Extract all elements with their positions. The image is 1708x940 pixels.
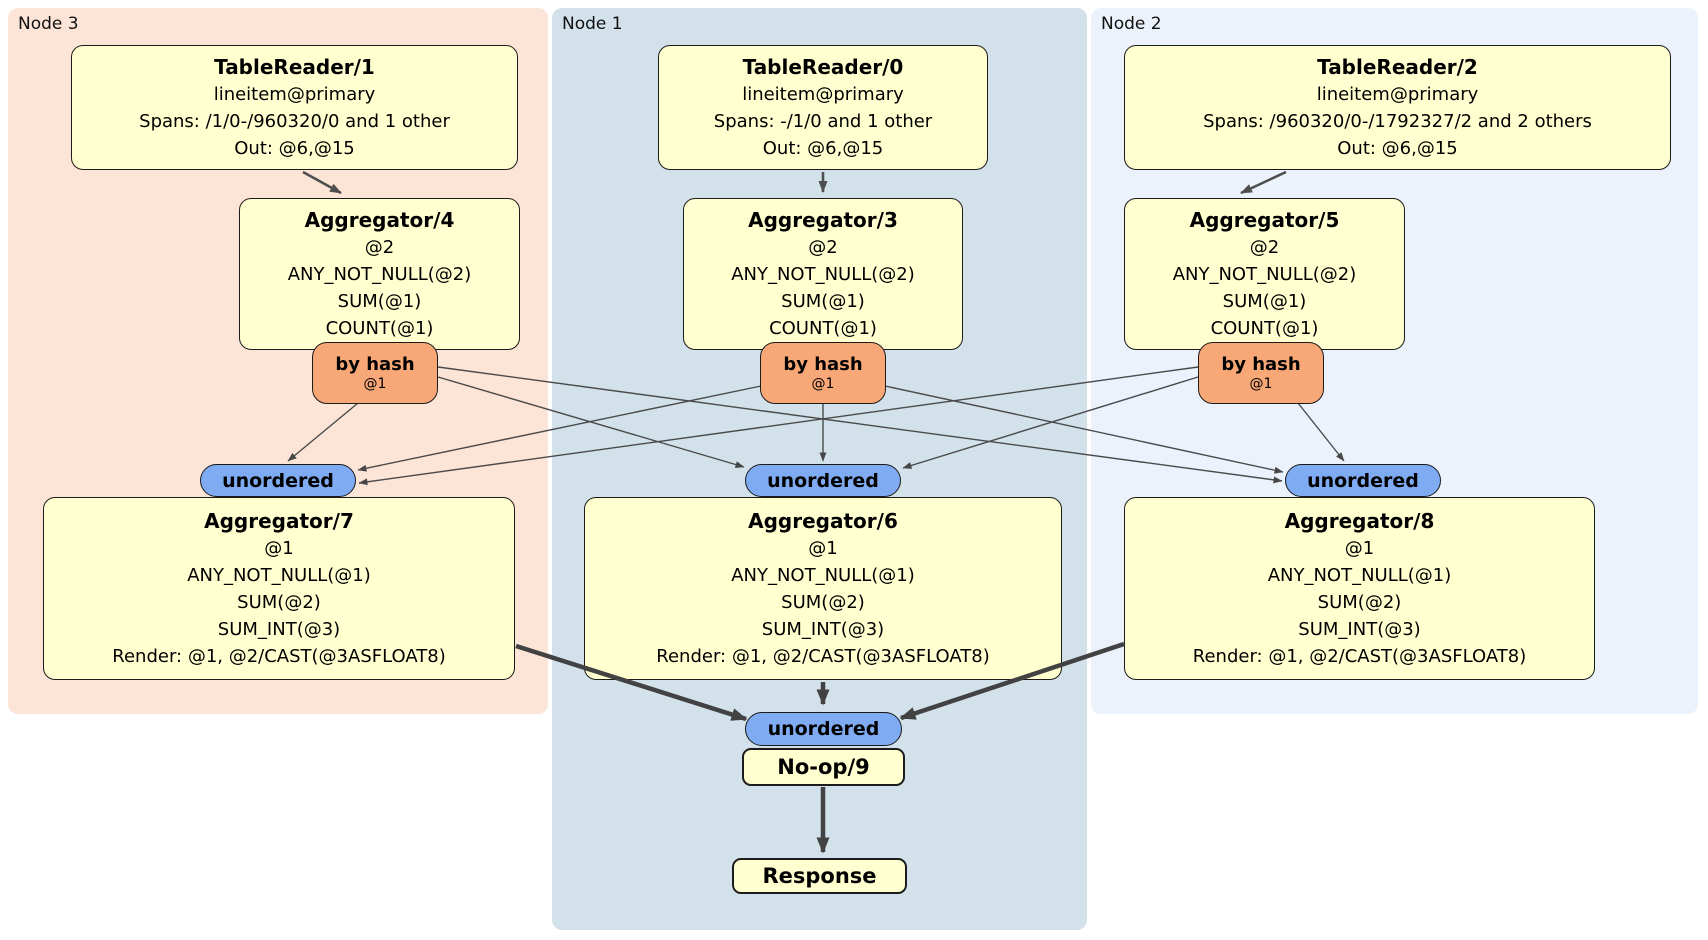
node-text-line: COUNT(@1) [769,318,877,339]
node-text-line: @2 [364,237,395,258]
node-text-line: ANY_NOT_NULL(@1) [187,565,371,586]
node-text-line: Spans: /960320/0-/1792327/2 and 2 others [1203,111,1592,132]
node-title: Aggregator/3 [748,208,898,232]
node-text-line: SUM_INT(@3) [217,619,341,640]
router-label: by hash [783,354,863,375]
node-title: Aggregator/5 [1189,208,1340,232]
node-text-line: Out: @6,@15 [762,138,884,159]
node-text-line: SUM_INT(@3) [761,619,885,640]
node-text-line: SUM_INT(@3) [1298,619,1421,640]
node-title: Aggregator/6 [748,509,898,533]
node-title: TableReader/2 [1317,55,1478,79]
node-title: TableReader/1 [214,55,375,79]
router-detail: @1 [811,376,835,392]
node-text-line: @1 [808,538,838,559]
node-text-line: Out: @6,@15 [234,138,355,159]
node-text-line: SUM(@1) [1222,291,1307,312]
router-detail: @1 [363,376,387,392]
node-text-line: Render: @1, @2/CAST(@3ASFLOAT8) [112,646,446,667]
node-text-line: Spans: /1/0-/960320/0 and 1 other [139,111,450,132]
node-text-line: @2 [1249,237,1280,258]
node-box-response: Response [732,858,907,894]
node-text-line: SUM(@2) [1317,592,1402,613]
stream-badge-unordered-1: unordered [200,464,356,497]
node-text-line: ANY_NOT_NULL(@2) [287,264,472,285]
node-title: Aggregator/7 [204,509,354,533]
node-box-aggregator-5: Aggregator/5 @2 ANY_NOT_NULL(@2) SUM(@1)… [1124,198,1405,350]
stream-badge-unordered-2: unordered [745,464,901,497]
router-badge-by-hash-1: by hash @1 [312,342,438,404]
node-box-aggregator-6: Aggregator/6 @1 ANY_NOT_NULL(@1) SUM(@2)… [584,497,1062,680]
router-label: by hash [1221,354,1301,375]
node-text-line: COUNT(@1) [325,318,434,339]
router-badge-by-hash-3: by hash @1 [1198,342,1324,404]
node-title: TableReader/0 [742,55,904,79]
node-text-line: @2 [808,237,838,258]
node-box-aggregator-3: Aggregator/3 @2 ANY_NOT_NULL(@2) SUM(@1)… [683,198,963,350]
node-box-tablereader-0: TableReader/0 lineitem@primary Spans: -/… [658,45,988,170]
node-title: Aggregator/4 [304,208,455,232]
node-box-tablereader-1: TableReader/1 lineitem@primary Spans: /1… [71,45,518,170]
stream-label: unordered [767,718,880,740]
node-text-line: @1 [1344,538,1375,559]
node-text-line: @1 [264,538,294,559]
router-detail: @1 [1249,376,1273,392]
node-title: Response [762,864,877,888]
panel-node-2-label: Node 2 [1101,14,1162,34]
node-text-line: ANY_NOT_NULL(@2) [731,264,915,285]
node-box-tablereader-2: TableReader/2 lineitem@primary Spans: /9… [1124,45,1671,170]
node-text-line: Render: @1, @2/CAST(@3ASFLOAT8) [1192,646,1527,667]
node-text-line: Render: @1, @2/CAST(@3ASFLOAT8) [656,646,990,667]
node-box-aggregator-8: Aggregator/8 @1 ANY_NOT_NULL(@1) SUM(@2)… [1124,497,1595,680]
stream-label: unordered [222,469,334,492]
stream-label: unordered [767,469,879,492]
node-text-line: Spans: -/1/0 and 1 other [713,111,933,132]
stream-badge-unordered-3: unordered [1285,464,1441,497]
stream-label: unordered [1307,469,1419,492]
node-text-line: ANY_NOT_NULL(@2) [1172,264,1357,285]
node-text-line: SUM(@1) [781,291,865,312]
node-title: Aggregator/8 [1284,509,1435,533]
node-text-line: SUM(@1) [337,291,422,312]
node-text-line: SUM(@2) [237,592,321,613]
node-text-line: COUNT(@1) [1210,318,1319,339]
node-text-line: lineitem@primary [1316,84,1479,105]
node-box-aggregator-7: Aggregator/7 @1 ANY_NOT_NULL(@1) SUM(@2)… [43,497,515,680]
router-label: by hash [335,354,415,375]
router-badge-by-hash-2: by hash @1 [760,342,886,404]
node-text-line: ANY_NOT_NULL(@1) [731,565,915,586]
node-text-line: ANY_NOT_NULL(@1) [1267,565,1452,586]
node-text-line: Out: @6,@15 [1337,138,1458,159]
node-box-noop-9: No-op/9 [742,748,905,786]
stream-badge-unordered-final: unordered [745,712,902,746]
panel-node-3-label: Node 3 [18,14,79,34]
panel-node-1-label: Node 1 [562,14,623,34]
node-text-line: lineitem@primary [213,84,376,105]
node-text-line: SUM(@2) [781,592,865,613]
node-text-line: lineitem@primary [742,84,904,105]
node-title: No-op/9 [777,755,870,779]
node-box-aggregator-4: Aggregator/4 @2 ANY_NOT_NULL(@2) SUM(@1)… [239,198,520,350]
